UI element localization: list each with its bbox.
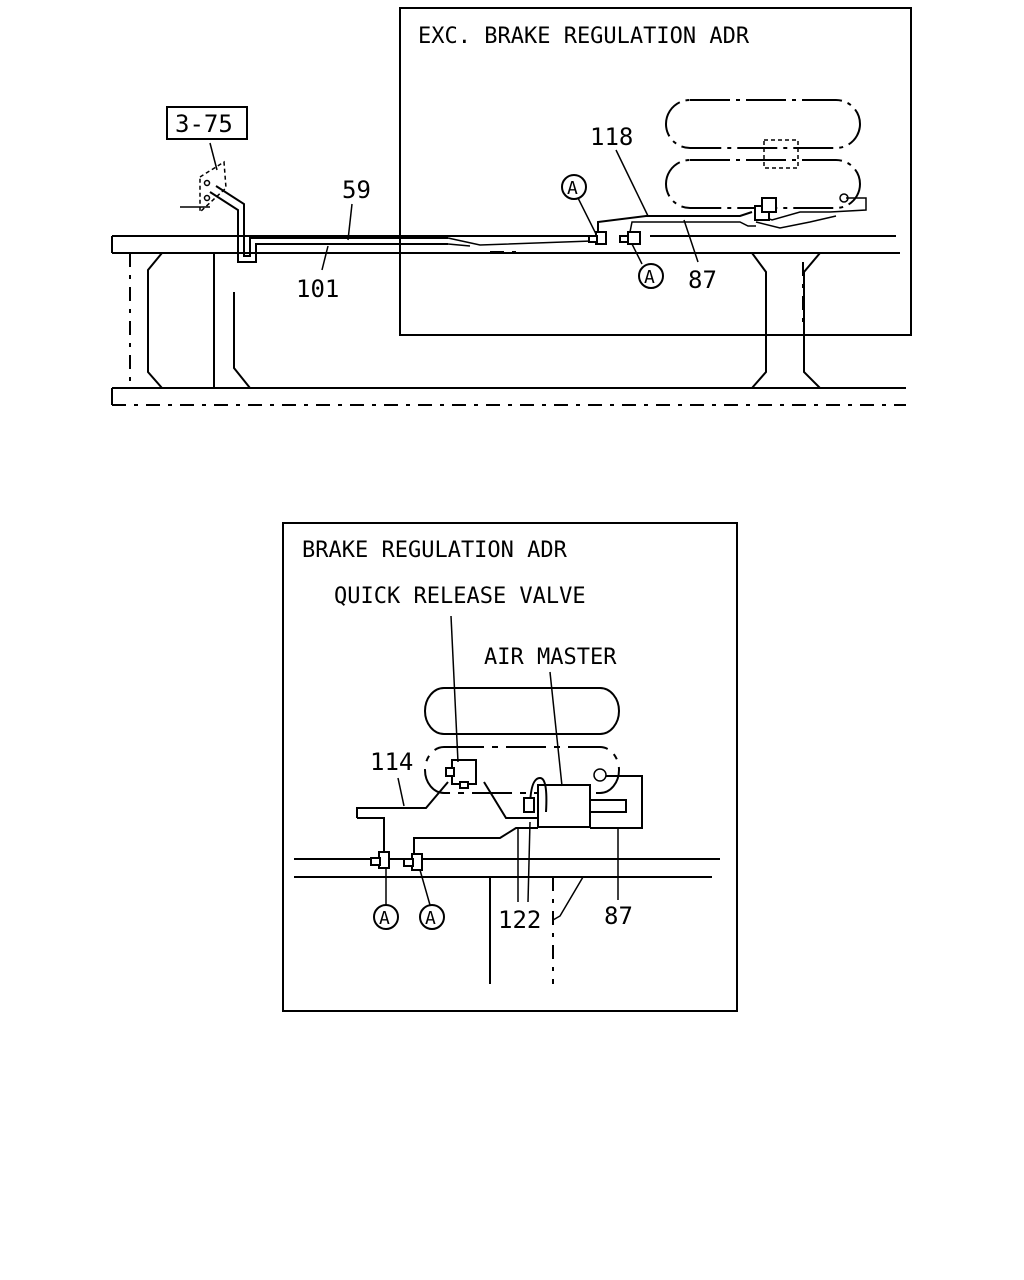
- exc-brake-title: EXC. BRAKE REGULATION ADR: [418, 24, 750, 49]
- air-tank-upper: [665, 99, 861, 149]
- top-pipes: [447, 197, 867, 253]
- ref-box: [166, 106, 248, 140]
- ref-bracket: 3-75: [166, 106, 448, 263]
- callout-118: 118: [590, 123, 633, 151]
- tee-fitting-right: [619, 231, 641, 245]
- marker-a-label-1: A: [567, 178, 578, 199]
- callout-101: 101: [296, 275, 339, 303]
- detail-gauge-icon: [593, 768, 607, 782]
- quick-release-valve-label: QUICK RELEASE VALVE: [334, 584, 586, 609]
- tee-fitting-left: [588, 231, 607, 245]
- gauge-icon: [839, 193, 849, 203]
- brake-regulation-title: BRAKE REGULATION ADR: [302, 538, 568, 563]
- detail-view: BRAKE REGULATION ADR QUICK RELEASE VALVE…: [282, 522, 738, 1012]
- marker-a-label-2: A: [644, 267, 655, 288]
- ref-box-label: 3-75: [175, 110, 233, 138]
- air-master-label: AIR MASTER: [484, 645, 617, 670]
- top-view: EXC. BRAKE REGULATION ADR 3-75: [111, 7, 912, 406]
- detail-tank-upper: [424, 687, 620, 735]
- frame-rail: [111, 235, 906, 406]
- marker-a-circle-2: [638, 263, 664, 289]
- callout-87-detail: 87: [604, 902, 633, 930]
- air-tank-lower: [665, 159, 861, 209]
- detail-marker-a-circle-2: [419, 904, 445, 930]
- detail-marker-a-circle-1: [373, 904, 399, 930]
- exc-brake-box: [399, 7, 912, 336]
- callout-122: 122: [498, 906, 541, 934]
- quick-release-valve: [451, 759, 477, 785]
- detail-marker-a-label-2: A: [425, 908, 436, 929]
- callout-59: 59: [342, 176, 371, 204]
- detail-pipes: [356, 775, 643, 856]
- callout-87-top: 87: [688, 266, 717, 294]
- brake-regulation-box: [282, 522, 738, 1012]
- detail-marker-a-label-1: A: [379, 908, 390, 929]
- detail-tank-lower: [424, 746, 620, 794]
- air-tanks-top: [665, 99, 861, 221]
- callout-114: 114: [370, 748, 413, 776]
- marker-a-circle-1: [561, 174, 587, 200]
